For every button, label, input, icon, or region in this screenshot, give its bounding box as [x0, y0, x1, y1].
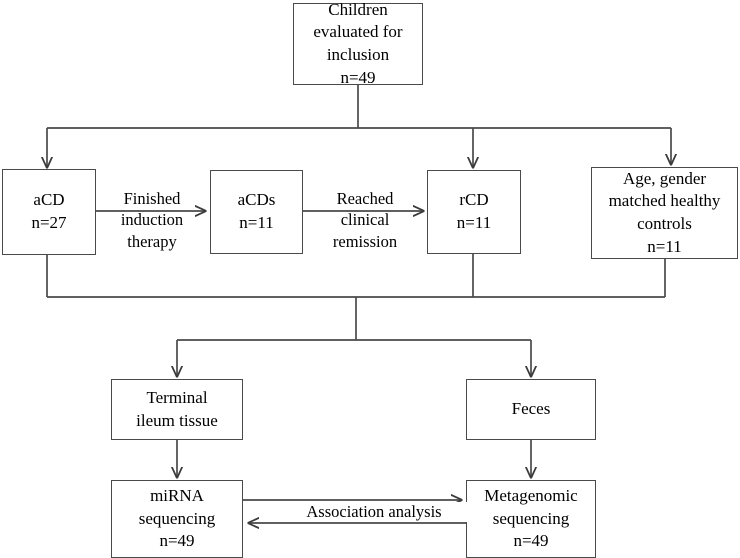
node-metagenomic-line-1: Metagenomic — [484, 486, 578, 506]
node-controls-line-4: n=11 — [647, 236, 682, 256]
node-children-line-2: evaluated for — [313, 22, 403, 42]
node-children-line-1: Children — [328, 0, 388, 19]
edge-label-association-analysis: Association analysis — [277, 502, 471, 522]
node-acd-line-1: aCD — [33, 190, 65, 210]
edge-label-reached-clinical-remission: Reached clinical remission — [310, 188, 420, 252]
node-feces[interactable]: Feces — [466, 379, 596, 440]
node-mirna-line-3: n=49 — [159, 531, 195, 551]
node-children-evaluated[interactable]: Children evaluated for inclusion n=49 — [293, 0, 423, 87]
edge-label-reached-line-3: remission — [332, 231, 398, 251]
node-terminal-ileum-line-1: Terminal — [146, 387, 208, 407]
node-metagenomic-sequencing[interactable]: Metagenomic sequencing n=49 — [466, 480, 596, 558]
node-acd-line-2: n=27 — [31, 213, 67, 232]
node-acds-line-1: aCDs — [237, 190, 276, 210]
node-terminal-ileum-line-2: ileum tissue — [136, 410, 218, 430]
node-metagenomic-line-3: n=49 — [513, 531, 549, 551]
edge-label-finished-line-1: Finished — [123, 189, 181, 208]
node-terminal-ileum-tissue[interactable]: Terminal ileum tissue — [111, 379, 243, 440]
node-acds[interactable]: aCDs n=11 — [210, 170, 303, 254]
edge-label-finished-line-2: induction — [120, 210, 184, 230]
node-controls-line-2: matched healthy — [608, 191, 721, 211]
edge-label-finished-induction-therapy: Finished induction therapy — [100, 188, 204, 252]
edge-label-reached-line-2: clinical — [340, 210, 390, 230]
node-children-line-3: inclusion — [326, 45, 390, 64]
node-healthy-controls[interactable]: Age, gender matched healthy controls n=1… — [591, 167, 738, 259]
node-mirna-line-2: sequencing — [138, 508, 216, 528]
node-controls-line-1: Age, gender — [622, 168, 707, 188]
node-mirna-line-1: miRNA — [150, 486, 204, 506]
edge-label-reached-line-1: Reached — [336, 189, 394, 208]
edge-label-finished-line-3: therapy — [127, 231, 177, 251]
node-acd[interactable]: aCD n=27 — [2, 169, 96, 255]
node-feces-line-1: Feces — [511, 399, 551, 419]
node-controls-line-3: controls — [637, 214, 692, 233]
node-rcd[interactable]: rCD n=11 — [427, 170, 521, 254]
node-rcd-line-2: n=11 — [456, 213, 492, 232]
node-mirna-sequencing[interactable]: miRNA sequencing n=49 — [111, 480, 243, 558]
node-metagenomic-line-2: sequencing — [492, 508, 570, 528]
node-children-line-4: n=49 — [340, 67, 376, 87]
node-acds-line-2: n=11 — [239, 213, 274, 232]
node-rcd-line-1: rCD — [459, 190, 489, 210]
